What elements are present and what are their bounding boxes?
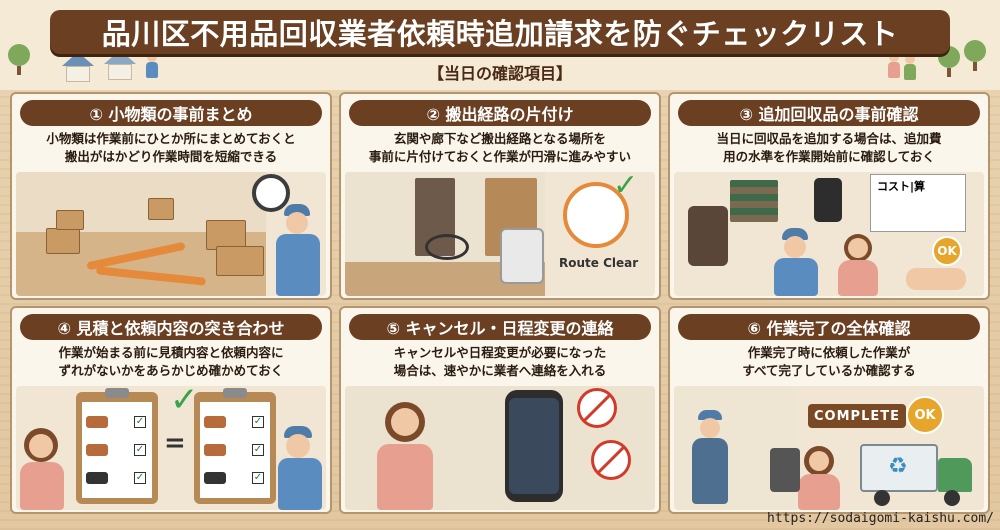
route-clear-label: Route Clear bbox=[559, 256, 639, 270]
cap-icon bbox=[698, 410, 722, 420]
card-description: 当日に回収品を追加する場合は、追加費 用の水準を作業開始前に確認しておく bbox=[716, 131, 942, 164]
worker-body bbox=[278, 458, 322, 510]
cost-check-illustration: コスト|算 OK bbox=[674, 172, 984, 296]
sofa-icon bbox=[86, 416, 108, 428]
card-heading: ⑥ 作業完了の全体確認 bbox=[678, 314, 980, 340]
box-icon bbox=[46, 228, 80, 254]
chair-icon bbox=[688, 206, 728, 266]
ok-badge: OK bbox=[932, 236, 962, 266]
box-icon bbox=[216, 246, 264, 276]
card-description: 作業が始まる前に見積内容と依頼内容に ずれがないかをあらかじめ確かめておく bbox=[58, 345, 284, 378]
woman-body bbox=[20, 462, 64, 510]
room-illustration bbox=[16, 172, 326, 296]
washing-machine-icon bbox=[500, 228, 544, 284]
checkbox: ✓ bbox=[252, 416, 264, 428]
checkbox: ✓ bbox=[134, 444, 146, 456]
books-icon bbox=[730, 180, 778, 222]
woman-head bbox=[391, 408, 419, 436]
tree-icon bbox=[8, 44, 30, 75]
table-icon bbox=[204, 444, 226, 456]
house-icon bbox=[104, 50, 136, 80]
page-title: 品川区不用品回収業者依頼時追加請求を防ぐチェックリスト bbox=[50, 10, 950, 54]
memo-title: コスト|算 bbox=[877, 180, 926, 193]
card-description: 小物類は作業前にひとか所にまとめておくと 搬出がはかどり作業時間を短縮できる bbox=[46, 131, 296, 164]
completion-illustration: COMPLETE OK ♻ bbox=[674, 386, 984, 510]
page-subtitle: 【当日の確認項目】 bbox=[427, 64, 572, 83]
checkbox: ✓ bbox=[252, 472, 264, 484]
smartphone-icon bbox=[505, 390, 563, 502]
no-box-icon bbox=[577, 388, 617, 428]
clock-icon bbox=[252, 174, 290, 212]
card-pre-gather-items: ① 小物類の事前まとめ 小物類は作業前にひとか所にまとめておくと 搬出がはかどり… bbox=[10, 92, 332, 300]
bicycle-icon bbox=[204, 472, 226, 484]
equals-sign: = bbox=[164, 428, 186, 458]
card-heading: ③ 追加回収品の事前確認 bbox=[678, 100, 980, 126]
worker-head bbox=[286, 212, 308, 234]
person-icon bbox=[888, 52, 900, 80]
complete-banner: COMPLETE bbox=[808, 404, 906, 428]
wheel-icon bbox=[874, 490, 890, 506]
woman-body bbox=[838, 260, 878, 296]
worker-head bbox=[784, 236, 806, 258]
no-truck-icon bbox=[591, 440, 631, 480]
footer-url: https://sodaigomi-kaishu.com/ bbox=[767, 511, 994, 526]
card-clear-route: ② 搬出経路の片付け 玄関や廊下など搬出経路となる場所を 事前に片付けておくと作… bbox=[339, 92, 661, 300]
request-clipboard: ✓ ✓ ✓ bbox=[194, 388, 276, 504]
box-icon bbox=[56, 210, 84, 230]
card-heading: ⑤ キャンセル・日程変更の連絡 bbox=[349, 314, 651, 340]
worker-head bbox=[700, 418, 720, 438]
woman-body bbox=[798, 474, 840, 510]
card-description: 作業完了時に依頼した作業が すべて完了しているか確認する bbox=[742, 345, 916, 378]
card-heading: ② 搬出経路の片付け bbox=[349, 100, 651, 126]
recycle-icon: ♻ bbox=[888, 454, 908, 479]
card-compare-estimate: ④ 見積と依頼内容の突き合わせ 作業が始まる前に見積内容と依頼内容に ずれがない… bbox=[10, 306, 332, 514]
tablet-icon bbox=[770, 448, 800, 492]
card-extra-items-check: ③ 追加回収品の事前確認 当日に回収品を追加する場合は、追加費 用の水準を作業開… bbox=[668, 92, 990, 300]
card-heading: ① 小物類の事前まとめ bbox=[20, 100, 322, 126]
estimate-clipboard: ✓ ✓ ✓ bbox=[76, 388, 158, 504]
person-icon bbox=[146, 52, 158, 80]
house-icon bbox=[62, 52, 94, 82]
bicycle-icon bbox=[86, 472, 108, 484]
magnify-circle bbox=[563, 182, 629, 248]
ok-medal: OK bbox=[906, 396, 944, 434]
card-cancel-reschedule: ⑤ キャンセル・日程変更の連絡 キャンセルや日程変更が必要になった 場合は、速や… bbox=[339, 306, 661, 514]
check-icon: ✓ bbox=[613, 172, 639, 203]
woman-body bbox=[377, 444, 433, 510]
card-description: 玄関や廊下など搬出経路となる場所を 事前に片付けておくと作業が円滑に進みやすい bbox=[368, 131, 632, 164]
header-band: 品川区不用品回収業者依頼時追加請求を防ぐチェックリスト 【当日の確認項目】 bbox=[0, 0, 1000, 90]
worker-head bbox=[286, 434, 310, 458]
hallway-illustration: ✓ Route Clear bbox=[345, 172, 655, 296]
worker-body bbox=[774, 258, 818, 296]
wheel-icon bbox=[944, 490, 960, 506]
tree-icon bbox=[964, 40, 986, 71]
checkbox: ✓ bbox=[252, 444, 264, 456]
bicycle-icon bbox=[425, 234, 469, 260]
truck-container: ♻ bbox=[860, 444, 938, 492]
handshake-icon bbox=[906, 268, 966, 290]
table-icon bbox=[86, 444, 108, 456]
worker-body bbox=[692, 438, 728, 504]
card-heading: ④ 見積と依頼内容の突き合わせ bbox=[20, 314, 322, 340]
woman-head bbox=[809, 451, 829, 471]
smartphone-icon bbox=[814, 178, 842, 222]
compare-illustration: ✓ ✓ ✓ = ✓ ✓ ✓ ✓ bbox=[16, 386, 326, 510]
truck-cab bbox=[938, 458, 972, 492]
cost-memo: コスト|算 bbox=[870, 174, 966, 232]
checkbox: ✓ bbox=[134, 472, 146, 484]
woman-head bbox=[29, 434, 53, 458]
phone-call-illustration bbox=[345, 386, 655, 510]
person-icon bbox=[904, 54, 916, 82]
card-description: キャンセルや日程変更が必要になった 場合は、速やかに業者へ連絡を入れる bbox=[393, 345, 607, 378]
sofa-icon bbox=[204, 416, 226, 428]
card-final-check: ⑥ 作業完了の全体確認 作業完了時に依頼した作業が すべて完了しているか確認する… bbox=[668, 306, 990, 514]
woman-head bbox=[848, 238, 868, 258]
checkbox: ✓ bbox=[134, 416, 146, 428]
worker-body bbox=[276, 234, 320, 296]
box-icon bbox=[148, 198, 174, 220]
check-icon: ✓ bbox=[170, 386, 199, 420]
